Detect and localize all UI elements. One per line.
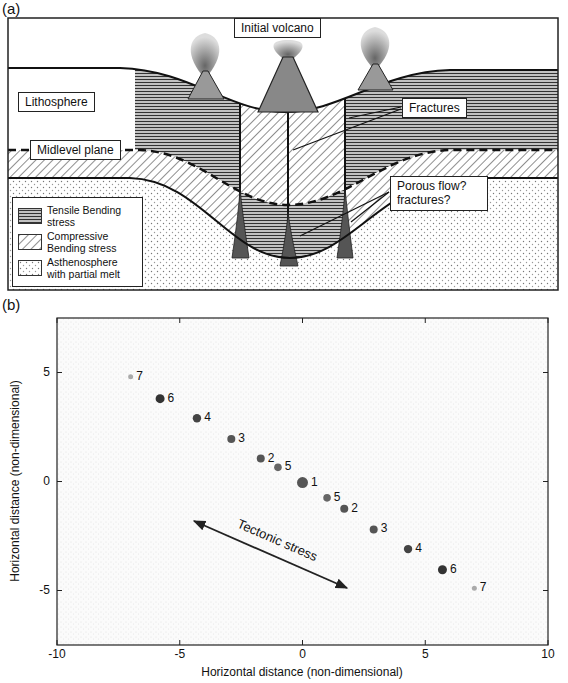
- central-tension: [240, 140, 345, 270]
- cross-section: [8, 18, 558, 290]
- panel-ground: [8, 18, 558, 290]
- callout-number: 7: [480, 581, 487, 595]
- vent-point: [404, 545, 412, 553]
- swatch-fill: [19, 235, 41, 249]
- tick-label: 10: [541, 648, 554, 662]
- callout-number: 6: [168, 392, 175, 406]
- unstressed-zone: [8, 60, 135, 160]
- axis-title: Horizontal distance (non-dimensional): [201, 666, 402, 680]
- tick-label: -5: [174, 648, 185, 662]
- vent-point: [340, 505, 348, 513]
- label-box: Lithosphere: [18, 92, 95, 112]
- tick-label: 5: [43, 366, 50, 380]
- label-box: Porous flow? fractures?: [390, 176, 488, 211]
- callout-number: 1: [311, 476, 318, 490]
- box-text: Fractures: [409, 101, 460, 115]
- vent-point: [227, 435, 235, 443]
- legend-swatch: [18, 260, 42, 276]
- callout-number: 2: [268, 452, 275, 466]
- box-text: Midlevel plane: [37, 143, 114, 157]
- panel-letter: (a): [2, 0, 20, 17]
- vent-point: [156, 394, 165, 403]
- vent-point: [128, 374, 133, 379]
- panel-frame: [8, 18, 558, 290]
- tick-label: 0: [43, 475, 50, 489]
- legend-swatch: [18, 208, 42, 224]
- vent-point: [193, 414, 201, 422]
- legend-row: Compressive Bending stress: [18, 230, 137, 254]
- legend-text: Asthenosphere with partial melt: [47, 256, 137, 280]
- box-text: Porous flow? fractures?: [397, 179, 481, 208]
- callout-number: 4: [204, 411, 211, 425]
- callout-number: 3: [381, 523, 388, 537]
- vent-point: [297, 477, 308, 488]
- tick-label: 5: [422, 648, 429, 662]
- plot-frame: [57, 318, 548, 645]
- swatch-fill: [19, 261, 41, 275]
- legend-row: Tensile Bending stress: [18, 204, 137, 228]
- volcanoes: [188, 27, 393, 112]
- callout-number: 7: [136, 370, 143, 384]
- swatch-fill: [19, 209, 41, 223]
- tick-label: 0: [299, 648, 306, 662]
- label-box: Fractures: [402, 98, 467, 118]
- vent-point: [438, 565, 447, 574]
- callout-number: 5: [334, 491, 341, 505]
- callout-number: 5: [285, 460, 292, 474]
- vent-points: [128, 374, 477, 590]
- legend: Tensile Bending stressCompressive Bendin…: [12, 197, 143, 287]
- box-text: Lithosphere: [25, 95, 88, 109]
- vent-point: [274, 464, 282, 472]
- legend-text: Tensile Bending stress: [47, 204, 137, 228]
- tick-label: -10: [48, 648, 65, 662]
- vent-point: [472, 586, 477, 591]
- legend-swatch: [18, 234, 42, 250]
- axis-ticks: [57, 318, 548, 645]
- tick-label: -5: [39, 584, 50, 598]
- leader-lines: [293, 107, 401, 236]
- dikes: [232, 188, 353, 266]
- vent-point: [323, 494, 331, 502]
- callout-number: 2: [351, 502, 358, 516]
- label-box: Initial volcano: [234, 18, 321, 38]
- plot: [57, 318, 548, 645]
- callout-number: 4: [415, 542, 422, 556]
- axis-title: Horizontal distance (non-dimensional): [9, 380, 23, 581]
- legend-text: Compressive Bending stress: [47, 230, 137, 254]
- panel-letter: (b): [2, 296, 20, 313]
- label-box: Midlevel plane: [30, 140, 121, 160]
- legend-row: Asthenosphere with partial melt: [18, 256, 137, 280]
- vent-point: [257, 455, 265, 463]
- vent-point: [370, 525, 378, 533]
- callout-number: 3: [238, 432, 245, 446]
- box-text: Initial volcano: [241, 21, 314, 35]
- callout-number: 6: [450, 563, 457, 577]
